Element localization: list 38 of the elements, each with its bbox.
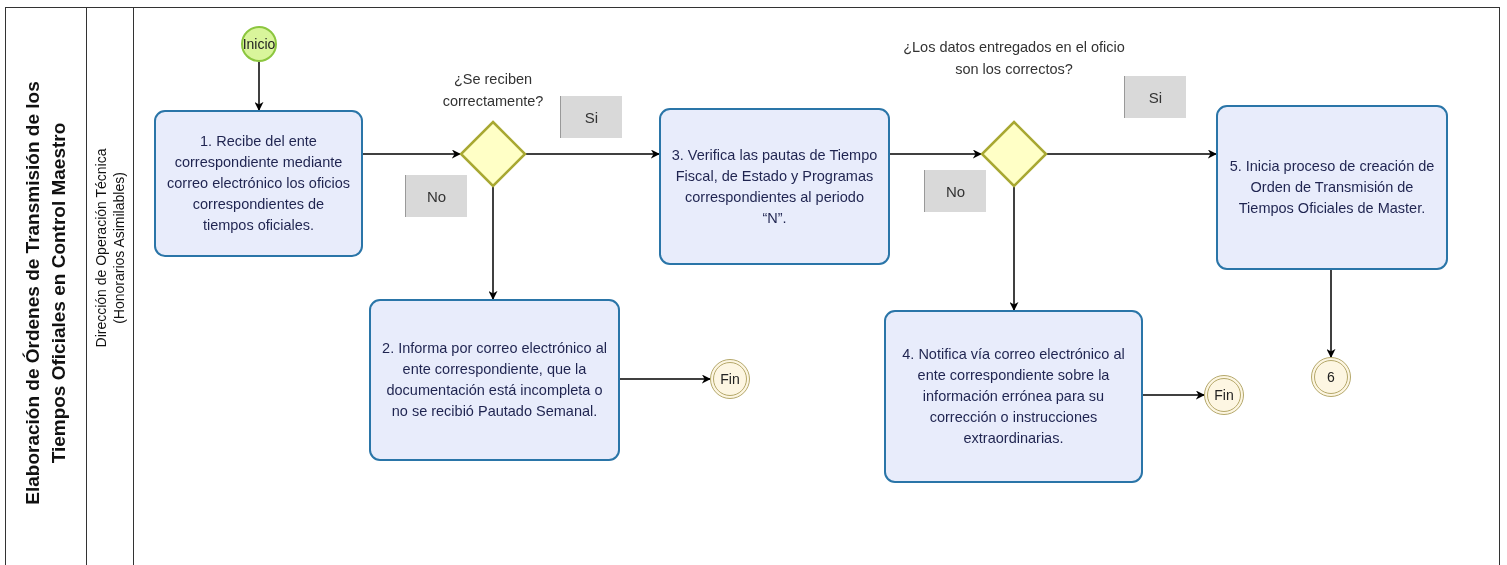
node-text: 4. Notifica vía correo electrónico al ente correspondiente sobre la información errónea para su corrección o instrucciones extraordinarias. [901, 345, 1126, 448]
process-box [659, 108, 890, 265]
arrow [1326, 269, 1336, 358]
node-text: 1. Recibe del ente correspondiente mediante correo electrónico los oficios correspondientes de tiempos oficiales. [166, 132, 351, 235]
edge-label: Si [1124, 76, 1186, 118]
lane-title: Dirección de Operación Técnica (Honorarios Asimilables) [92, 147, 128, 350]
decision-question: ¿Los datos entregados en el oficio son los correctos? [902, 38, 1126, 79]
arrow [889, 149, 982, 159]
edge-label: Si [560, 96, 622, 138]
process-box [369, 299, 620, 461]
edge-label: No [924, 170, 986, 212]
arrow [1009, 186, 1019, 311]
process-box [154, 110, 363, 257]
end-event [710, 359, 750, 399]
end-event [1204, 375, 1244, 415]
decision-diamond [460, 121, 526, 187]
edge-label: No [405, 175, 467, 217]
node-text: 5. Inicia proceso de creación de Orden de Transmisión de Tiempos Oficiales de Master. [1228, 157, 1436, 218]
end-event [1311, 357, 1351, 397]
node-text: 6 [1327, 369, 1335, 385]
start-event [241, 26, 277, 62]
node-text: Fin [1214, 387, 1234, 403]
node-text: Fin [720, 371, 740, 387]
node-text: Inicio [242, 36, 276, 52]
arrow [619, 374, 711, 384]
node-text: 3. Verifica las pautas de Tiempo Fiscal, de Estado y Programas correspondientes al periodo “N”. [671, 145, 878, 228]
decision-question: ¿Se reciben correctamente? [441, 70, 545, 111]
process-box [1216, 105, 1448, 270]
arrow [254, 61, 264, 111]
arrow [362, 149, 461, 159]
node-text: 2. Informa por correo electrónico al ente correspondiente, que la documentación está incompleta o no se recibió Pautado Semanal. [381, 339, 608, 421]
arrow [1046, 149, 1217, 159]
decision-diamond [981, 121, 1047, 187]
pool-title: Elaboración de Órdenes de Transmisión de los Tiempos Oficiales en Control Maestro [21, 80, 70, 507]
arrow [1142, 390, 1205, 400]
process-box [884, 310, 1143, 483]
arrow [488, 186, 498, 300]
arrow [525, 149, 660, 159]
